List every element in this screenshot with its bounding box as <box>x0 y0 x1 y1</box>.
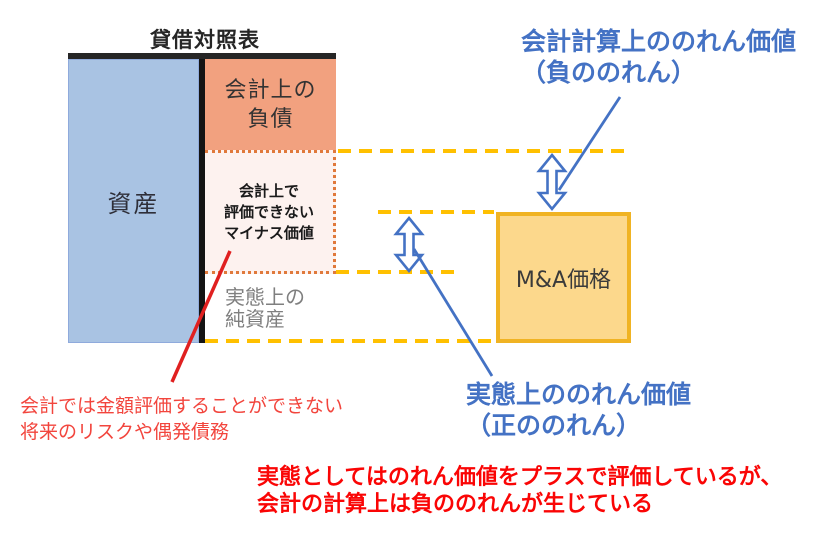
unrecognized-negative-value-box: 会計上で 評価できない マイナス価値 <box>205 150 336 274</box>
accounting-liabilities-label-line1: 会計上の <box>224 77 317 103</box>
conclusion-label: 実態としてはのれん価値をプラスで評価しているが、 会計の計算上は負ののれんが生じ… <box>257 464 782 518</box>
risk-note-line2: 将来のリスクや偶発債務 <box>20 421 230 443</box>
negative-value-label-line2: 評価できない <box>223 202 314 221</box>
accounting-liabilities-box: 会計上の 負債 <box>205 59 336 150</box>
negative-value-label-line3: マイナス価値 <box>224 223 314 242</box>
accounting-goodwill-line1: 会計計算上ののれん価値 <box>521 27 797 56</box>
risk-note-label: 会計では金額評価することができない 将来のリスクや偶発債務 <box>20 393 343 445</box>
conclusion-line2: 会計の計算上は負ののれんが生じている <box>257 492 654 517</box>
actual-net-assets-line2: 純資産 <box>225 307 285 331</box>
actual-goodwill-line2: （正ののれん） <box>466 411 642 440</box>
ma-price-label: M&A価格 <box>515 267 612 293</box>
balance-sheet-top-bar <box>68 53 336 59</box>
balance-sheet-divider <box>199 59 205 343</box>
actual-goodwill-double-arrow-icon <box>393 215 425 274</box>
actual-net-assets-label: 実態上の 純資産 <box>225 286 305 330</box>
actual-net-assets-line1: 実態上の <box>225 285 305 309</box>
negative-value-label-line1: 会計上で <box>238 181 299 200</box>
actual-goodwill-label: 実態上ののれん価値 （正ののれん） <box>466 379 691 441</box>
accounting-goodwill-line2: （負ののれん） <box>521 58 697 87</box>
accounting-liabilities-label-line2: 負債 <box>247 106 294 132</box>
accounting-goodwill-leader-line <box>557 96 622 191</box>
actual-goodwill-leader-line <box>412 248 494 377</box>
risk-note-line1: 会計では金額評価することができない <box>20 395 344 417</box>
assets-label: 資産 <box>107 189 160 218</box>
actual-goodwill-line1: 実態上ののれん価値 <box>466 380 692 409</box>
accounting-goodwill-double-arrow-icon <box>536 152 568 212</box>
balance-sheet-title: 貸借対照表 <box>150 28 260 52</box>
accounting-goodwill-label: 会計計算上ののれん価値 （負ののれん） <box>521 26 796 88</box>
ma-price-box: M&A価格 <box>496 212 631 343</box>
conclusion-line1: 実態としてはのれん価値をプラスで評価しているが、 <box>257 465 783 490</box>
assets-box: 資産 <box>68 59 199 343</box>
